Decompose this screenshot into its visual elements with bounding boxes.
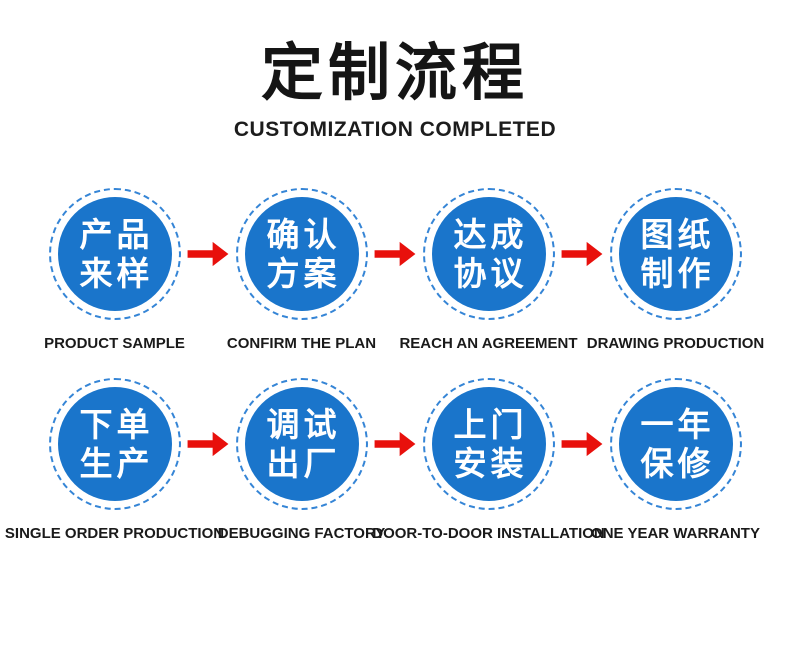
step-reach-agreement: 达成 协议 REACH AN AGREEMENT — [395, 188, 603, 353]
step-cn-line: 图纸 — [640, 215, 715, 253]
step-cn-line: 来样 — [79, 255, 154, 293]
step-circle: 一年 保修 — [609, 378, 742, 511]
arrow-right-icon — [560, 431, 604, 457]
step-single-order-production: 下单 生产 SINGLE ORDER PRODUCTION — [5, 378, 229, 542]
arrow-right-icon — [373, 431, 417, 457]
step-circle: 确认 方案 — [235, 188, 368, 321]
step-cn-line: 调试 — [266, 405, 341, 443]
step-disc: 产品 来样 — [57, 197, 172, 312]
step-debugging-factory: 调试 出厂 DEBUGGING FACTORY — [208, 378, 416, 543]
step-en-label: PRODUCT SAMPLE — [44, 335, 185, 353]
step-disc: 图纸 制作 — [618, 197, 733, 312]
step-cn-line: 上门 — [453, 405, 528, 443]
flow-row-1: 产品 来样 PRODUCT SAMPLE 确认 方案 CONFIRM THE P… — [0, 188, 790, 352]
arrow-right-icon — [560, 241, 604, 267]
step-door-to-door-installation: 上门 安装 DOOR-TO-DOOR INSTALLATION — [372, 378, 605, 542]
step-disc: 确认 方案 — [244, 197, 359, 312]
step-en-label: DEBUGGING FACTORY — [217, 525, 386, 543]
arrow-right-icon — [186, 431, 230, 457]
flow-row-2: 下单 生产 SINGLE ORDER PRODUCTION 调试 出厂 DEBU… — [0, 378, 790, 542]
step-one-year-warranty: 一年 保修 ONE YEAR WARRANTY — [582, 378, 769, 542]
step-cn-line: 方案 — [266, 255, 341, 293]
step-cn-line: 下单 — [79, 405, 154, 443]
page-title: 定制流程 — [260, 39, 529, 108]
step-cn-line: 确认 — [266, 215, 341, 253]
step-disc: 上门 安装 — [431, 387, 546, 502]
step-circle: 下单 生产 — [48, 378, 181, 511]
step-cn-line: 制作 — [640, 255, 715, 293]
step-disc: 下单 生产 — [57, 387, 172, 502]
step-en-label: DRAWING PRODUCTION — [586, 335, 765, 353]
step-circle: 图纸 制作 — [609, 188, 742, 321]
step-cn-line: 一年 — [640, 405, 715, 443]
step-drawing-production: 图纸 制作 DRAWING PRODUCTION — [582, 188, 769, 352]
step-cn-line: 安装 — [453, 445, 528, 483]
step-cn-line: 产品 — [79, 215, 154, 253]
step-cn-line: 协议 — [453, 255, 528, 293]
step-disc: 调试 出厂 — [244, 387, 359, 502]
process-flow: 产品 来样 PRODUCT SAMPLE 确认 方案 CONFIRM THE P… — [0, 188, 790, 542]
step-circle: 产品 来样 — [48, 188, 181, 321]
step-cn-line: 达成 — [453, 215, 528, 253]
step-cn-line: 生产 — [79, 445, 154, 483]
header: 定制流程 CUSTOMIZATION COMPLETED — [0, 0, 790, 142]
step-en-label: REACH AN AGREEMENT — [399, 335, 578, 353]
step-circle: 上门 安装 — [422, 378, 555, 511]
arrow-right-icon — [186, 241, 230, 267]
arrow-right-icon — [373, 241, 417, 267]
step-disc: 一年 保修 — [618, 387, 733, 502]
step-en-label: DOOR-TO-DOOR INSTALLATION — [372, 525, 605, 543]
step-product-sample: 产品 来样 PRODUCT SAMPLE — [21, 188, 229, 353]
step-cn-line: 保修 — [640, 445, 715, 483]
step-disc: 达成 协议 — [431, 197, 546, 312]
step-en-label: CONFIRM THE PLAN — [226, 335, 377, 353]
page-subtitle: CUSTOMIZATION COMPLETED — [233, 118, 557, 142]
step-en-label: ONE YEAR WARRANTY — [591, 525, 760, 543]
step-circle: 达成 协议 — [422, 188, 555, 321]
step-en-label: SINGLE ORDER PRODUCTION — [4, 525, 225, 543]
step-cn-line: 出厂 — [266, 445, 341, 483]
step-confirm-plan: 确认 方案 CONFIRM THE PLAN — [208, 188, 416, 353]
step-circle: 调试 出厂 — [235, 378, 368, 511]
